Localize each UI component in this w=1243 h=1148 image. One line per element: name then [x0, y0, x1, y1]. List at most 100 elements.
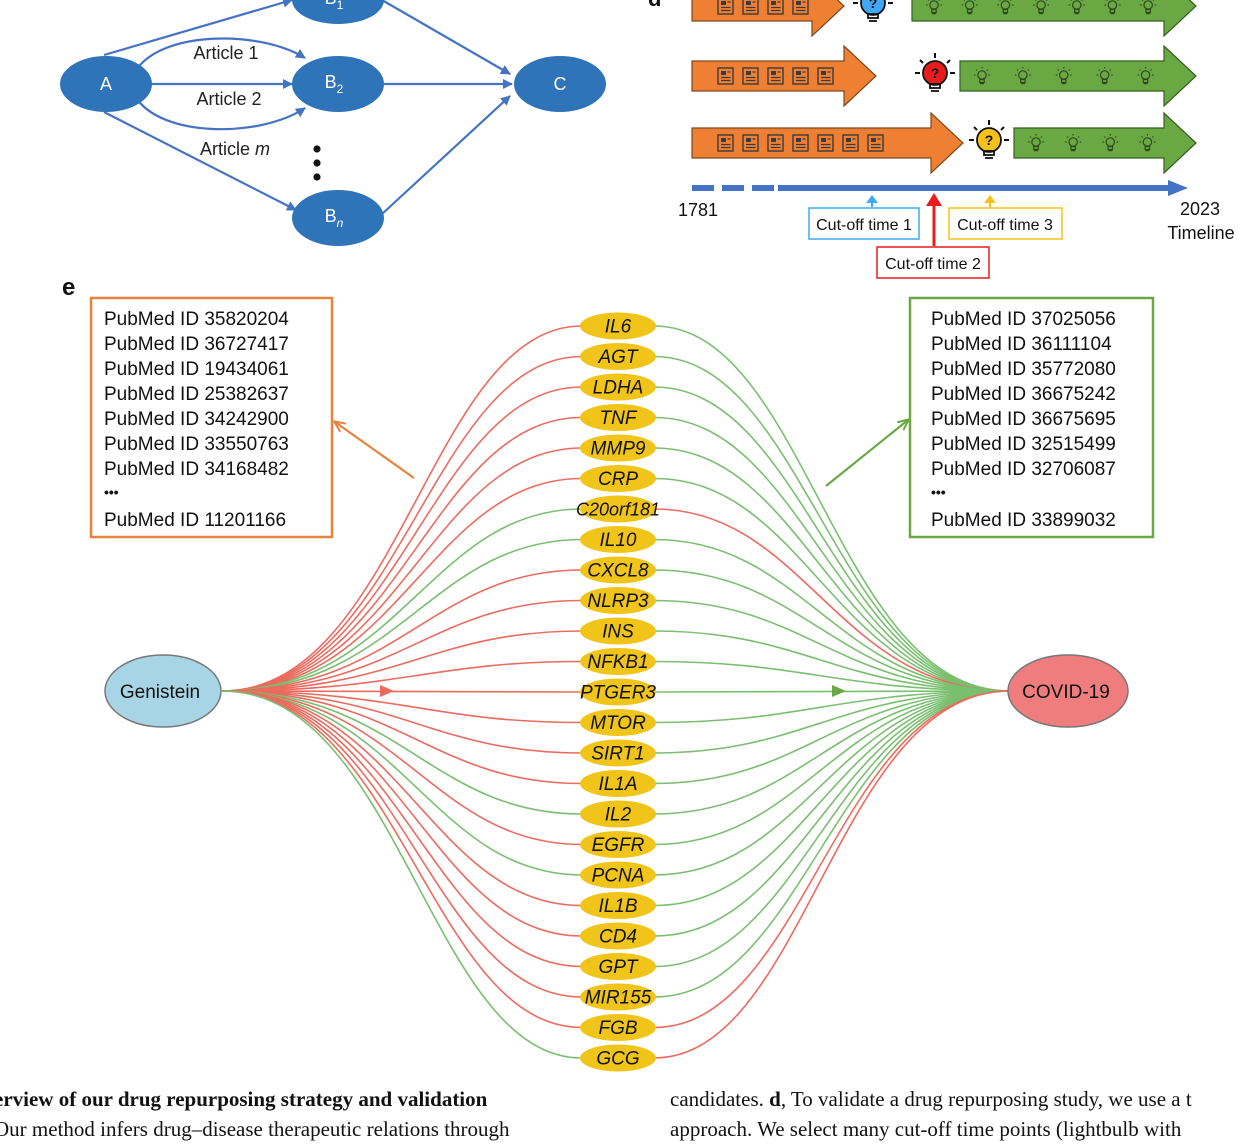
timeline-end-label: 2023	[1180, 199, 1220, 219]
edge-drug-gene	[221, 447, 583, 692]
right-box-pointer	[825, 420, 908, 487]
cutoff-2-arrow	[926, 193, 942, 206]
panel-c-edges	[103, 0, 513, 215]
caption-right-line-2: approach. We select many cut-off time po…	[670, 1117, 1182, 1141]
edge-gene-disease	[653, 325, 1011, 692]
idea-bulb-icon	[1137, 67, 1154, 85]
node-b1-label: B1	[325, 0, 344, 12]
network-edges	[221, 325, 1011, 1059]
idea-bulb-icon	[1014, 67, 1031, 85]
document-icon	[817, 67, 834, 85]
gene-node-label: PCNA	[592, 866, 645, 887]
cutoff-3-box	[948, 207, 1063, 240]
drug-node	[104, 654, 222, 728]
edge-drug-gene	[221, 569, 583, 692]
drug-node-label: Genistein	[120, 682, 200, 703]
document-icon	[767, 67, 784, 85]
edge-label-article-1: Article 1	[193, 43, 258, 63]
edge-gene-disease	[653, 690, 1011, 968]
idea-bulb-icon	[1028, 134, 1044, 152]
edge-drug-gene	[221, 508, 583, 692]
validation-arrow	[911, 0, 1197, 38]
node-bn-label: Bn	[325, 206, 344, 230]
pubmed-id: PubMed ID 19434061	[104, 359, 289, 380]
pubmed-id: PubMed ID 35772080	[931, 359, 1116, 380]
gene-node	[580, 1014, 656, 1041]
edge-gene-disease	[653, 508, 1011, 692]
gene-node-label: MMP9	[591, 439, 646, 460]
question-bulb-icon: ?	[915, 53, 955, 92]
edge-gene-disease	[653, 355, 1011, 692]
edge-gene-disease	[653, 690, 1011, 1029]
gene-node-label: PTGER3	[580, 683, 656, 704]
vertical-ellipsis-icon	[313, 145, 321, 181]
edge-label-article-2: Article 2	[196, 89, 261, 109]
gene-node	[580, 770, 656, 797]
edge-gene-disease	[653, 416, 1011, 692]
edge-drug-gene	[221, 690, 583, 937]
edge-gene-disease	[653, 690, 1011, 937]
idea-bulb-icon	[926, 0, 942, 15]
panel-d-letter: d	[648, 0, 661, 11]
caption-left-line: Our method infers drug–disease therapeut…	[0, 1117, 510, 1141]
edge-gene-disease	[653, 690, 1011, 876]
gene-node	[580, 892, 656, 919]
pubmed-id: PubMed ID 36675242	[931, 384, 1116, 405]
edge-gene-disease	[653, 599, 1011, 692]
node-a	[60, 56, 152, 112]
edge-gene-disease	[653, 690, 1011, 1059]
gene-node	[580, 648, 656, 675]
edge-gene-disease	[653, 630, 1011, 692]
edge-drug-gene	[221, 690, 583, 968]
gene-node-label: LDHA	[593, 378, 644, 399]
gene-node-label: IL2	[605, 805, 632, 826]
document-icon	[767, 0, 784, 15]
idea-bulb-icon	[1104, 0, 1121, 15]
document-icon	[792, 134, 809, 152]
gene-node	[580, 861, 656, 889]
document-icon	[717, 67, 734, 85]
gene-node-label: NFKB1	[587, 652, 648, 673]
document-icon	[767, 134, 784, 152]
gene-node	[580, 556, 656, 584]
edge-gene-disease	[653, 569, 1011, 692]
gene-node	[580, 434, 656, 462]
idea-bulb-icon	[1065, 134, 1082, 152]
edge-drug-gene	[221, 690, 583, 1059]
pubmed-id: PubMed ID 34242900	[104, 409, 289, 430]
edge-gene-disease	[653, 538, 1011, 692]
gene-node	[580, 587, 656, 614]
caption-left-title: erview of our drug repurposing strategy …	[0, 1087, 488, 1111]
cutoff-1-arrow	[866, 195, 878, 203]
question-mark: ?	[869, 0, 878, 11]
edge-drug-gene	[221, 690, 583, 876]
gene-node	[580, 800, 656, 828]
pubmed-ellipsis: •••	[931, 484, 946, 500]
center-edge-green-arrow	[832, 685, 846, 697]
idea-bulb-icon	[997, 0, 1014, 15]
edge-gene-disease	[653, 690, 1011, 907]
pubmed-id: PubMed ID 36675695	[931, 409, 1116, 430]
edge-gene-disease	[653, 690, 1011, 724]
gene-node	[580, 1044, 656, 1072]
pubmed-ellipsis: •••	[104, 484, 119, 500]
gene-node-label: FGB	[598, 1018, 637, 1039]
edge-drug-gene	[221, 690, 583, 815]
literature-arrow	[691, 44, 877, 108]
figure-canvas: A B1 B2 Bn C Article 1 Article 2 Article…	[60, 0, 1235, 1072]
gene-node	[580, 495, 656, 523]
edge-gene-disease	[653, 447, 1011, 692]
question-mark: ?	[931, 65, 940, 81]
caption-right-line-1: candidates. d, To validate a drug repurp…	[670, 1084, 1243, 1114]
idea-bulb-icon	[1033, 0, 1050, 15]
edge-drug-gene	[221, 660, 583, 692]
pubmed-id: PubMed ID 35820204	[104, 309, 289, 330]
document-icon	[792, 0, 809, 15]
disease-node-label: COVID-19	[1022, 682, 1110, 703]
disease-node	[1007, 654, 1129, 728]
timeline-arrowhead	[1168, 180, 1188, 196]
cutoff-2-box	[876, 246, 990, 279]
edge-gene-disease	[653, 386, 1011, 692]
cutoff-2-label: Cut-off time 2	[885, 256, 981, 273]
pubmed-id: PubMed ID 32515499	[931, 434, 1116, 455]
